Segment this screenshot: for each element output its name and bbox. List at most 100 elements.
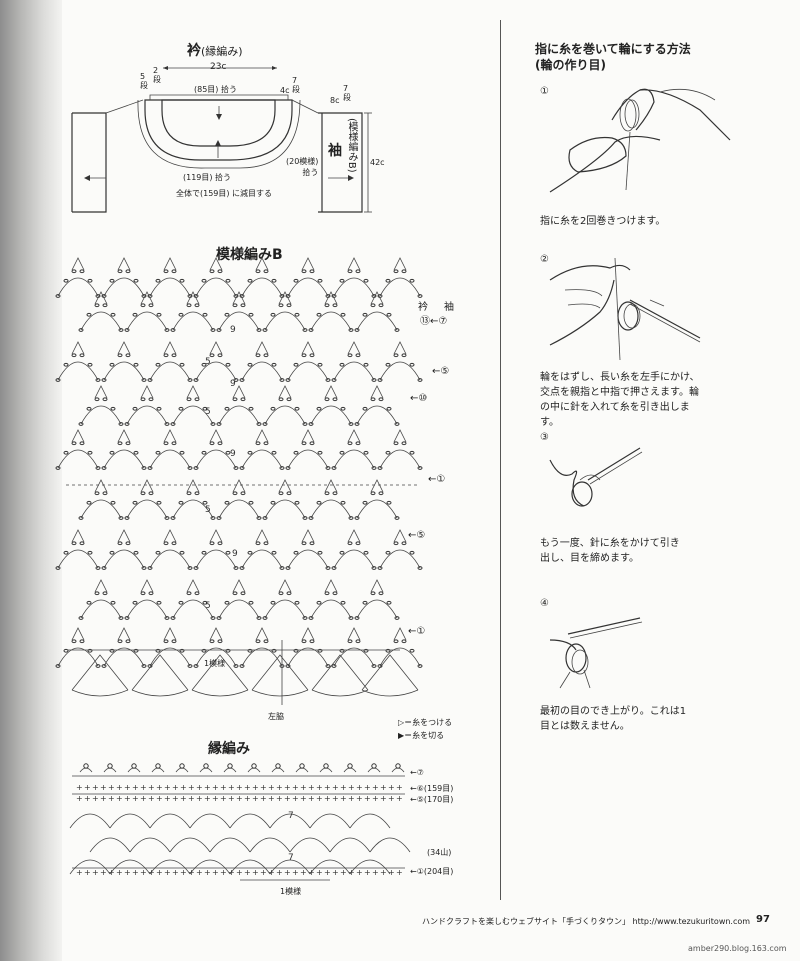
edging-base-sc: +: [148, 868, 155, 877]
chain-stitch: [86, 500, 92, 505]
chain-stitch: [355, 441, 361, 446]
chain-stitch: [233, 664, 239, 668]
picot-fan: [232, 385, 246, 399]
edging-base-sc: +: [268, 868, 275, 877]
chain-stitch: [170, 616, 176, 620]
chain-stitch: [279, 566, 285, 570]
edging-sc: +: [156, 783, 163, 792]
chain-stitch: [163, 353, 169, 358]
edging-base-sc: +: [212, 868, 219, 877]
edging-sc2: +: [388, 794, 395, 803]
picot-fan: [324, 385, 338, 399]
chain-stitch: [63, 550, 69, 555]
edging-arch: [69, 859, 111, 875]
chain-stitch: [347, 353, 353, 358]
chain-arch: [264, 405, 306, 425]
edging-arch: [349, 859, 391, 875]
chain-stitch: [255, 541, 261, 546]
chain-arch: [149, 647, 191, 667]
chain-arch: [287, 361, 329, 381]
chain-arch: [241, 277, 283, 297]
chain-stitch: [324, 591, 330, 596]
picot-fan: [163, 257, 177, 271]
chain-stitch: [332, 303, 338, 308]
chain-stitch: [117, 269, 123, 274]
picot-fan: [94, 291, 108, 305]
chain-stitch: [78, 328, 84, 332]
chain-stitch: [55, 566, 61, 570]
chain-stitch: [117, 541, 123, 546]
chain-stitch: [247, 550, 253, 555]
chain-arch: [103, 449, 145, 469]
picot-fan: [186, 579, 200, 593]
chain-arch: [379, 361, 421, 381]
chain-stitch: [286, 397, 292, 402]
chain-arch: [80, 499, 122, 519]
edging-base-sc: +: [284, 868, 291, 877]
chain-stitch: [309, 441, 315, 446]
edging-picot-loop: [179, 763, 185, 769]
edging-sc2: +: [148, 794, 155, 803]
chain-stitch: [378, 303, 384, 308]
chain-stitch: [87, 278, 93, 283]
chain-stitch: [118, 516, 124, 520]
chain-stitch: [294, 500, 300, 505]
edging-arch: [269, 859, 311, 875]
edging-sc2: +: [260, 794, 267, 803]
chain-arch: [126, 311, 168, 331]
edging-base-sc: +: [196, 868, 203, 877]
edging-sc2: +: [108, 794, 115, 803]
chain-stitch: [209, 353, 215, 358]
chain-stitch: [270, 600, 276, 605]
picot-fan: [393, 341, 407, 355]
chain-stitch: [256, 516, 262, 520]
chain-stitch: [325, 664, 331, 668]
chain-stitch: [125, 353, 131, 358]
chain-arch: [172, 599, 214, 619]
chain-stitch: [79, 541, 85, 546]
chain-stitch: [164, 516, 170, 520]
chain-stitch: [340, 500, 346, 505]
chain-stitch: [163, 269, 169, 274]
chain-stitch: [240, 303, 246, 308]
chain-stitch: [331, 466, 337, 470]
chain-arch: [241, 647, 283, 667]
picot-fan: [117, 627, 131, 641]
edging-base-sc: +: [188, 868, 195, 877]
chain-stitch: [355, 541, 361, 546]
edging-arch: [189, 813, 231, 829]
edging-sc: +: [388, 783, 395, 792]
page-number: 97: [756, 914, 770, 925]
chain-stitch: [363, 278, 369, 283]
edging-picot-loop: [203, 763, 209, 769]
edging-repeat: 1模様: [280, 887, 302, 896]
edging-sc2: +: [196, 794, 203, 803]
picot-fan: [347, 257, 361, 271]
chain-stitch: [187, 566, 193, 570]
picot-fan: [209, 257, 223, 271]
edging-base-sc: +: [260, 868, 267, 877]
chain-arch: [333, 361, 375, 381]
picot-fan: [370, 291, 384, 305]
chain-stitch: [125, 541, 131, 546]
chain-stitch: [101, 664, 107, 668]
edging-arch: [249, 837, 291, 853]
collar-bottom-pick: (119目) 拾う: [183, 173, 232, 182]
chain-stitch: [216, 616, 222, 620]
chain-stitch: [171, 541, 177, 546]
chain-stitch: [178, 500, 184, 505]
chain-stitch: [301, 639, 307, 644]
picot-fan: [71, 627, 85, 641]
chain-stitch: [393, 441, 399, 446]
chain-stitch: [132, 312, 138, 317]
collar-width-label: 23c: [210, 62, 227, 72]
chain-arch: [103, 361, 145, 381]
chain-arch: [149, 449, 191, 469]
edging-sc: +: [212, 783, 219, 792]
chain-stitch: [201, 550, 207, 555]
chain-stitch: [78, 516, 84, 520]
chain-stitch: [86, 312, 92, 317]
chain-stitch: [239, 378, 245, 382]
chain-stitch: [386, 312, 392, 317]
chain-stitch: [87, 550, 93, 555]
